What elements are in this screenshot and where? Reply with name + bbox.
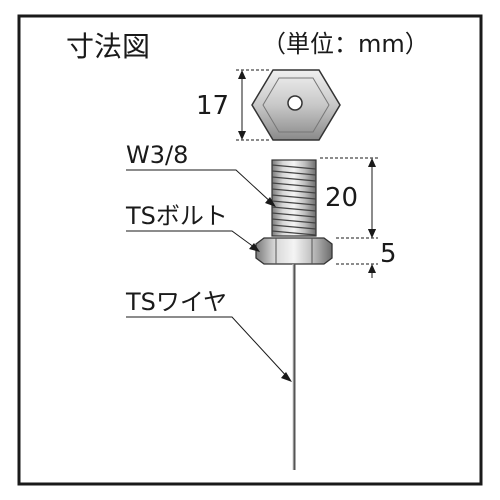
hex-top-view (251, 69, 341, 141)
dim-label-17: 17 (196, 91, 229, 121)
hex-head-side (255, 237, 333, 265)
callout-wire-label: TSワイヤ (125, 288, 227, 316)
callout-bolt-leader (126, 230, 259, 251)
callout-thread-label: W3/8 (126, 141, 188, 169)
frame-border (17, 14, 483, 486)
threaded-stud (271, 159, 317, 237)
callout-bolt-label: TSボルト (125, 202, 228, 230)
unit-note: （単位：mm） (262, 30, 429, 58)
wire (292, 264, 296, 470)
dim-label-5: 5 (380, 239, 397, 269)
center-hole (287, 95, 303, 111)
dimension-17 (236, 69, 270, 141)
dimension-5 (336, 225, 378, 278)
callout-thread-leader (126, 169, 275, 206)
callout-wire-leader (126, 316, 291, 381)
drawing-title: 寸法図 (66, 30, 150, 63)
dim-label-20: 20 (325, 183, 358, 213)
